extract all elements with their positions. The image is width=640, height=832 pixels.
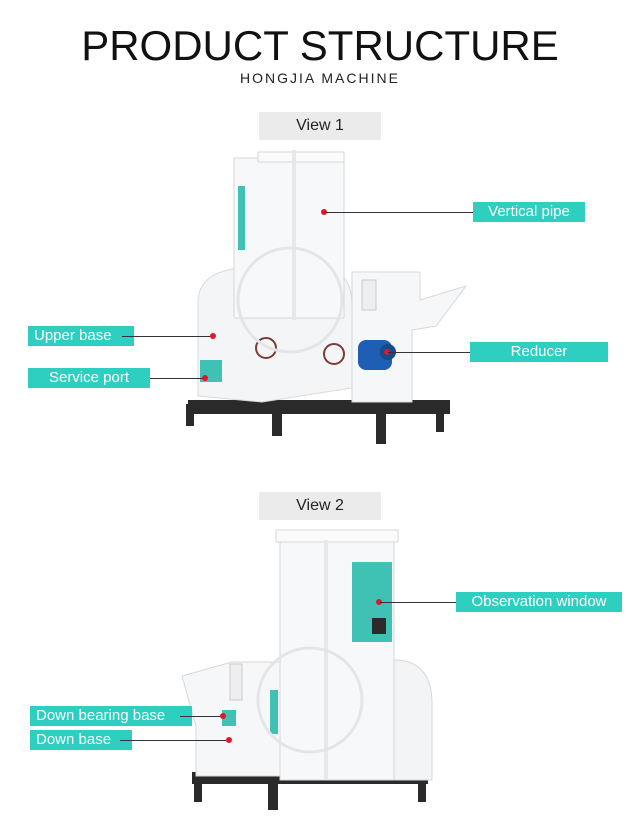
- down-base-pointer: [226, 737, 232, 743]
- service-port-label: Service port: [28, 368, 150, 388]
- page-subtitle: HONGJIA MACHINE: [240, 70, 400, 86]
- vertical-pipe-pointer: [321, 209, 327, 215]
- vertical-pipe-leader-line: [325, 212, 473, 213]
- down-bearing-base-pointer: [220, 713, 226, 719]
- view-1-label: View 1: [259, 112, 381, 140]
- reducer-leader-line: [388, 352, 470, 353]
- service-port-leader-line: [150, 378, 204, 379]
- down-base-leader-line: [120, 740, 226, 741]
- vertical-pipe-label: Vertical pipe: [473, 202, 585, 222]
- upper-base-label: Upper base: [28, 326, 134, 346]
- page-title: PRODUCT STRUCTURE: [81, 22, 559, 69]
- observation-window-label: Observation window: [456, 592, 622, 612]
- down-bearing-base-leader-line: [180, 716, 220, 717]
- reducer-label: Reducer: [470, 342, 608, 362]
- reducer-pointer: [384, 349, 390, 355]
- service-port-pointer: [202, 375, 208, 381]
- upper-base-pointer: [210, 333, 216, 339]
- down-base-label: Down base: [30, 730, 132, 750]
- upper-base-leader-line: [122, 336, 212, 337]
- observation-window-leader-line: [380, 602, 456, 603]
- observation-window-pointer: [376, 599, 382, 605]
- view-2-label: View 2: [259, 492, 381, 520]
- down-bearing-base-label: Down bearing base: [30, 706, 192, 726]
